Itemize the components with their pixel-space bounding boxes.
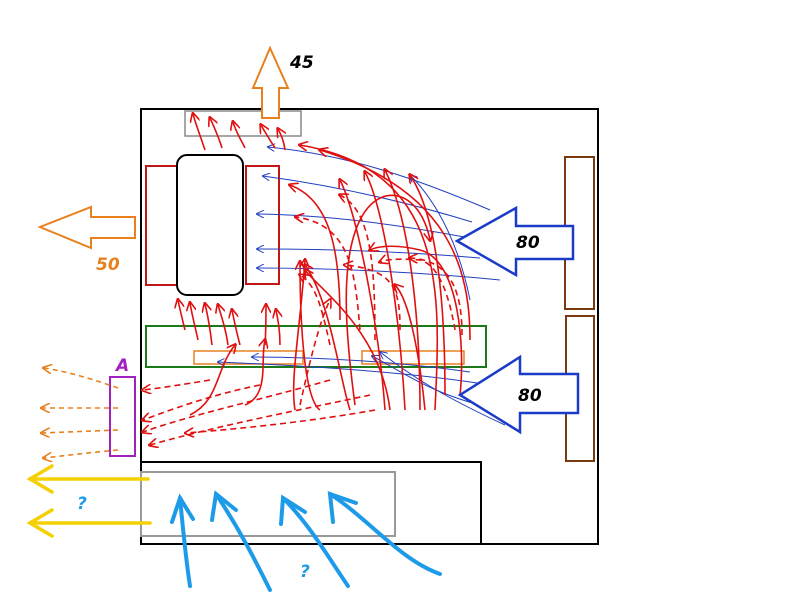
hot-flow-dashed	[143, 195, 463, 445]
left-exhaust-arrow	[37, 205, 136, 250]
label-bottom-unknown: ?	[300, 562, 310, 582]
bottom-intake	[170, 490, 442, 592]
hot-flow-solid	[178, 114, 471, 416]
intake-arrow-lower	[457, 354, 580, 435]
label-intake-upper: 80	[516, 233, 540, 253]
heatsink-left	[145, 165, 178, 286]
vent-a	[109, 376, 136, 457]
vent-a-exhaust	[42, 368, 119, 458]
heatsink-right	[245, 165, 280, 285]
label-left-exhaust: 50	[96, 255, 120, 275]
intake-arrow-upper	[454, 205, 575, 278]
psu-unit	[140, 471, 396, 537]
label-intake-lower: 80	[518, 386, 542, 406]
cpu-block	[176, 154, 244, 296]
psu-exhaust	[26, 464, 152, 538]
label-vent-a: A	[114, 356, 129, 376]
top-exhaust-arrow	[251, 45, 290, 119]
card-heatsink-right	[361, 350, 465, 365]
top-vent	[184, 110, 302, 137]
label-psu-unknown: ?	[77, 494, 87, 514]
label-top-exhaust: 45	[289, 53, 314, 73]
